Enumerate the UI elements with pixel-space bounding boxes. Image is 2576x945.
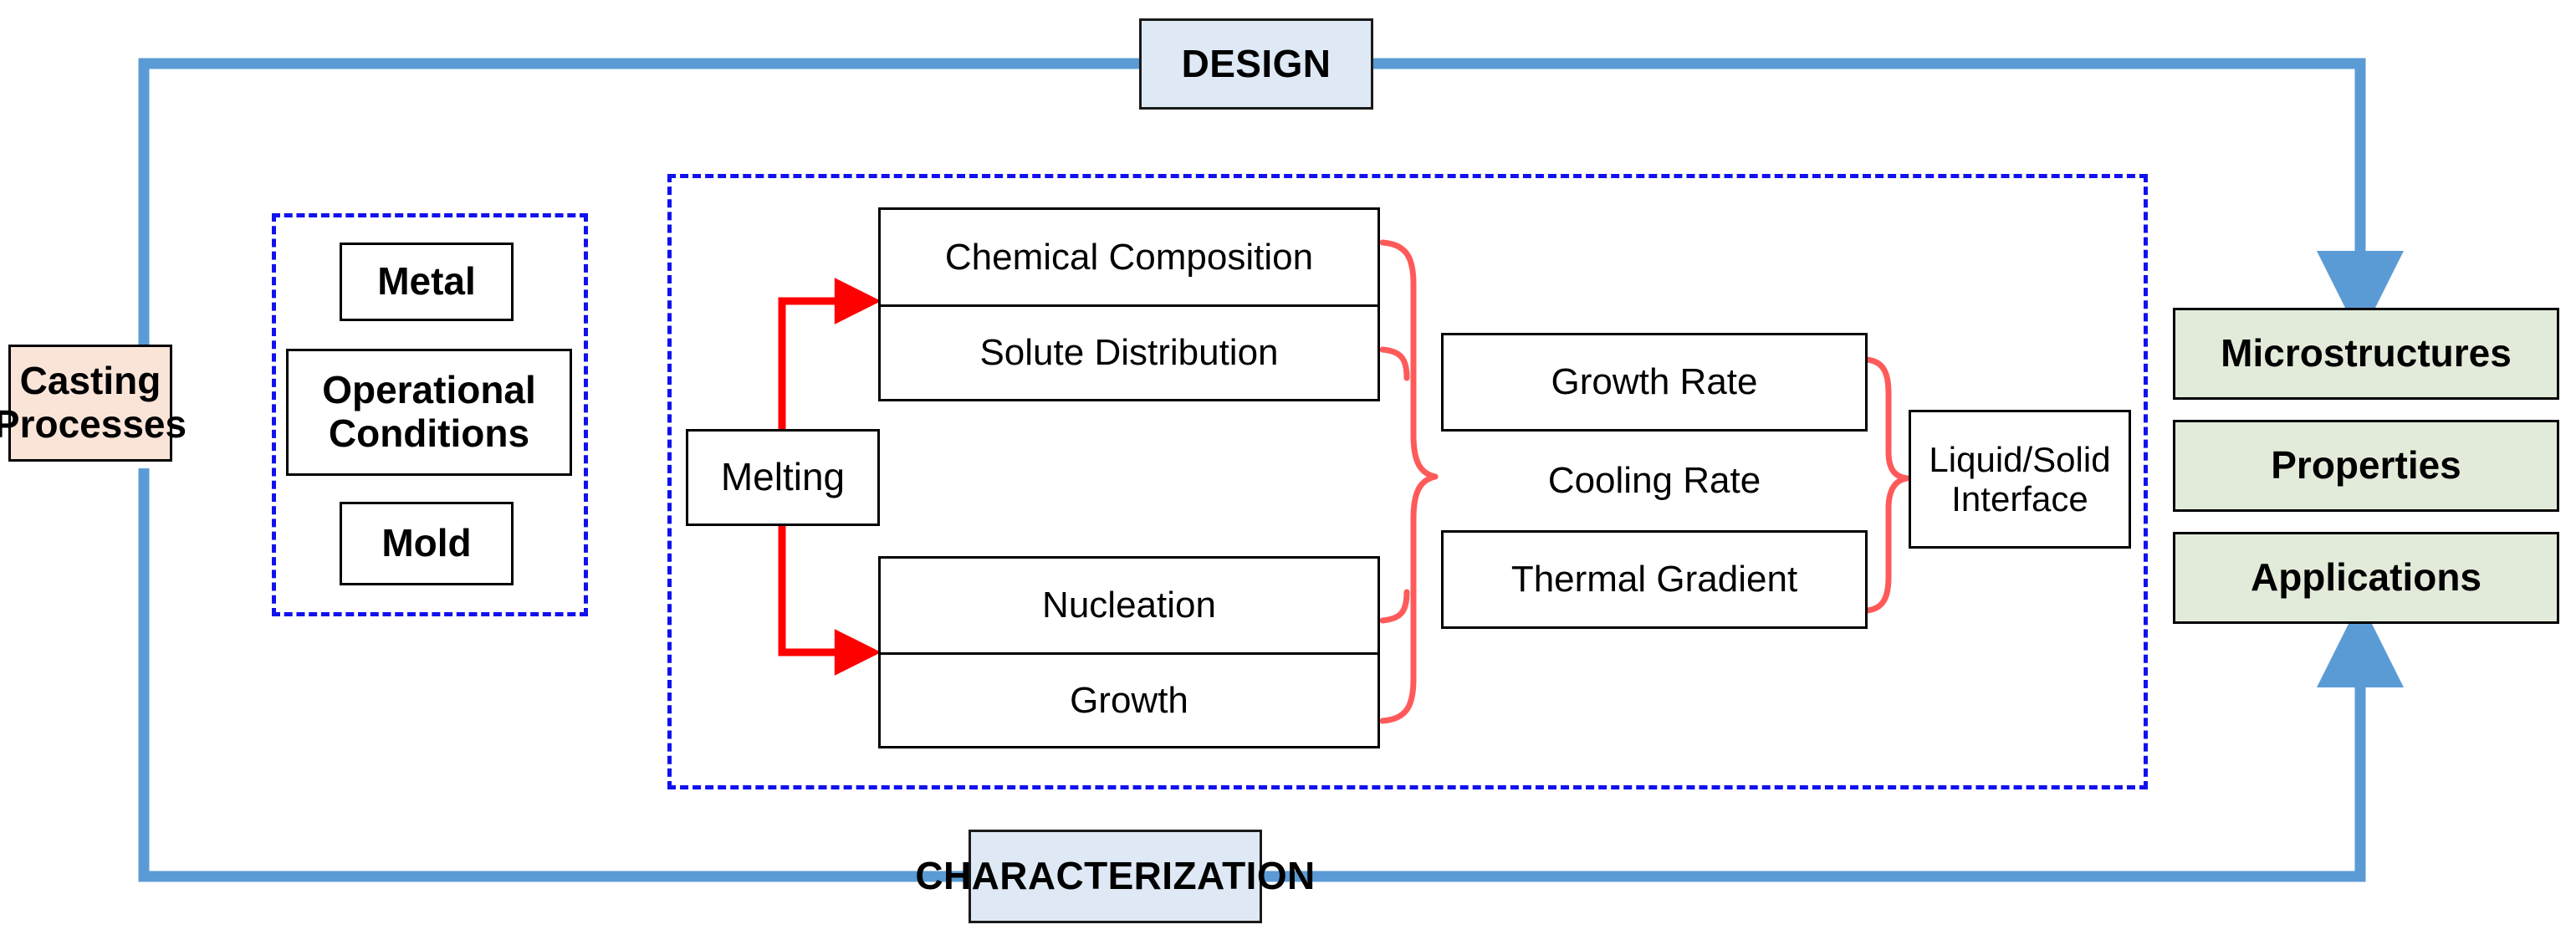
design-label-box[interactable]: DESIGN bbox=[1139, 18, 1373, 110]
melting-box[interactable]: Melting bbox=[686, 429, 880, 526]
characterization-label-box[interactable]: CHARACTERIZATION bbox=[915, 830, 1315, 923]
nucleation-stack: Nucleation Growth bbox=[878, 556, 1380, 748]
liquid-solid-interface-box[interactable]: Liquid/Solid Interface bbox=[1909, 410, 2131, 549]
composition-stack: Chemical Composition Solute Distribution bbox=[878, 207, 1380, 401]
mold-box[interactable]: Mold bbox=[340, 502, 514, 585]
nucleation-cell[interactable]: Nucleation bbox=[1042, 585, 1216, 626]
growth-cell[interactable]: Growth bbox=[881, 652, 1377, 746]
cooling-rate-label[interactable]: Cooling Rate bbox=[1547, 460, 1761, 502]
operational-conditions-box[interactable]: Operational Conditions bbox=[286, 349, 572, 476]
properties-box[interactable]: Properties bbox=[2173, 420, 2559, 512]
solidification-dashed-container bbox=[667, 174, 2148, 789]
thermal-gradient-box[interactable]: Thermal Gradient bbox=[1441, 530, 1868, 629]
casting-processes-box[interactable]: Casting Processes bbox=[0, 345, 187, 462]
growth-rate-box[interactable]: Growth Rate bbox=[1441, 333, 1868, 432]
solute-distribution-cell[interactable]: Solute Distribution bbox=[881, 304, 1377, 399]
chemical-composition-cell[interactable]: Chemical Composition bbox=[944, 236, 1314, 278]
microstructures-box[interactable]: Microstructures bbox=[2173, 308, 2559, 400]
metal-box[interactable]: Metal bbox=[340, 243, 514, 321]
inputs-dashed-container bbox=[272, 213, 588, 616]
applications-box[interactable]: Applications bbox=[2173, 532, 2559, 624]
